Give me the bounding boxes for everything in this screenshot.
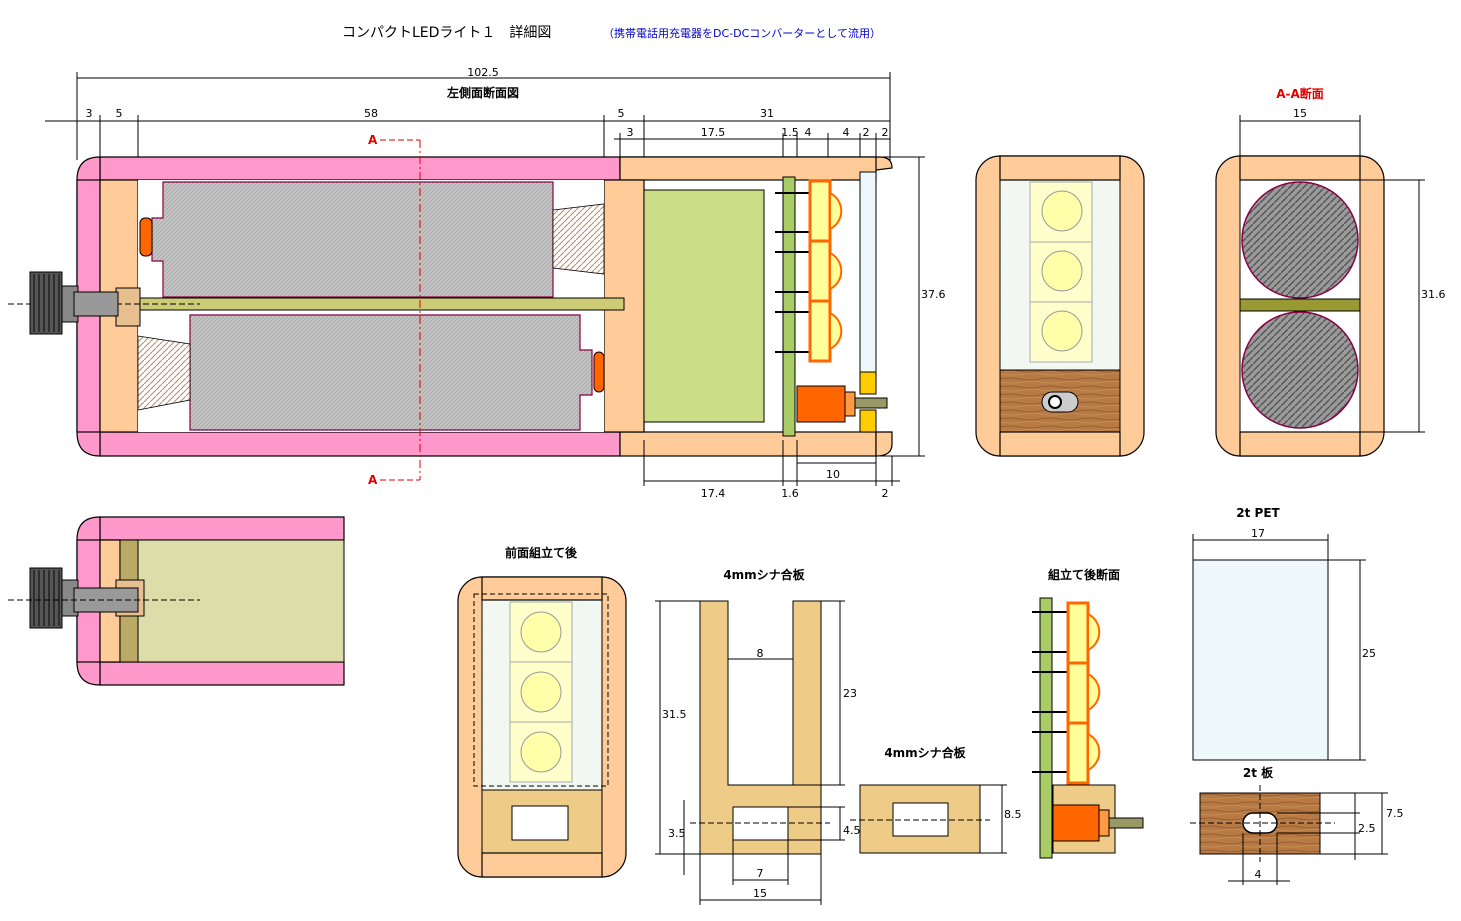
dim-17-5: 17.5 [701,126,726,139]
dim-4b: 4 [843,126,850,139]
dim-31: 31 [760,107,774,120]
pcb [782,176,796,437]
dim-58: 58 [364,107,378,120]
wood-base [999,369,1121,433]
bottom-partial-view [8,516,345,686]
dim-total-length: 102.5 [467,66,499,79]
dim-ply-hole-width: 7 [757,867,764,880]
dim-pet-height: 25 [1362,647,1376,660]
battery-top [151,181,554,298]
plywood-part-1: 4mmシナ合板 31.5 8 23 3.5 4.5 7 15 [655,567,861,905]
switch [796,385,846,423]
section-marker-top: A [368,133,378,147]
dim-37-6: 37.6 [921,288,946,301]
section-marker-bottom: A [368,473,378,487]
dim-aa-height: 31.6 [1421,288,1446,301]
dim-5a: 5 [116,107,123,120]
dim-5b: 5 [618,107,625,120]
dim-plate-hole: 2.5 [1358,822,1376,835]
knob-icon [29,271,63,335]
pet-sheet-part: 2t PET 17 25 [1192,506,1376,761]
front-end-view [975,155,1145,457]
plate-part: 2t 板 7.5 2.5 4 [1190,765,1404,885]
plywood-part-2: 4mmシナ合板 8.5 [850,745,1022,854]
side-section-view: 102.5 左側面断面図 3 5 58 5 31 3 17.5 1.5 4 4 … [8,66,946,500]
pet-title: 2t PET [1236,506,1280,520]
dim-ply-slot: 23 [843,687,857,700]
dim-1-5: 1.5 [781,126,799,139]
dim-plate-hole-width: 4 [1255,868,1262,881]
dim-3a: 3 [86,107,93,120]
dim-17-4: 17.4 [701,487,726,500]
dim-2c: 2 [882,487,889,500]
dim-ply-gap: 8 [757,647,764,660]
dim-plate-height: 7.5 [1386,807,1404,820]
dim-pet-width: 17 [1251,527,1265,540]
dim-aa-width: 15 [1293,107,1307,120]
section-aa-title: A-A断面 [1276,86,1324,101]
dim-2a: 2 [863,126,870,139]
dim-2b: 2 [882,126,889,139]
plywood-1-title: 4mmシナ合板 [723,567,805,582]
dim-ply-base: 3.5 [668,827,686,840]
dim-3b: 3 [627,126,634,139]
pet-cover [859,171,877,373]
dim-10: 10 [826,468,840,481]
dcdc-board [643,189,765,423]
dim-4a: 4 [805,126,812,139]
assembled-section-view: 組立て後断面 [1032,567,1144,859]
drawing-title: コンパクトLEDライト１ 詳細図 [342,25,551,41]
plywood-2-title: 4mmシナ合板 [884,745,966,760]
dim-ply2-height: 8.5 [1004,808,1022,821]
led-array [808,179,843,363]
spring-top [552,203,605,275]
dim-ply-width: 15 [753,887,767,900]
dim-1-6: 1.6 [781,487,799,500]
knob-icon-lower [29,567,63,629]
side-view-title: 左側面断面図 [446,85,519,100]
spring-bottom [137,335,191,411]
plate-title: 2t 板 [1243,765,1274,780]
assembled-section-title: 組立て後断面 [1048,567,1120,582]
dim-ply-height: 31.5 [662,708,687,721]
battery-bottom [189,314,593,431]
drawing-subtitle: （携帯電話用充電器をDC-DCコンバーターとして流用） [603,26,881,40]
dim-ply-hole: 4.5 [843,824,861,837]
front-assembled-view: 前面組立て後 [457,545,627,878]
front-assembled-title: 前面組立て後 [505,545,578,560]
section-aa-view: A-A断面 15 31.6 [1215,86,1446,457]
